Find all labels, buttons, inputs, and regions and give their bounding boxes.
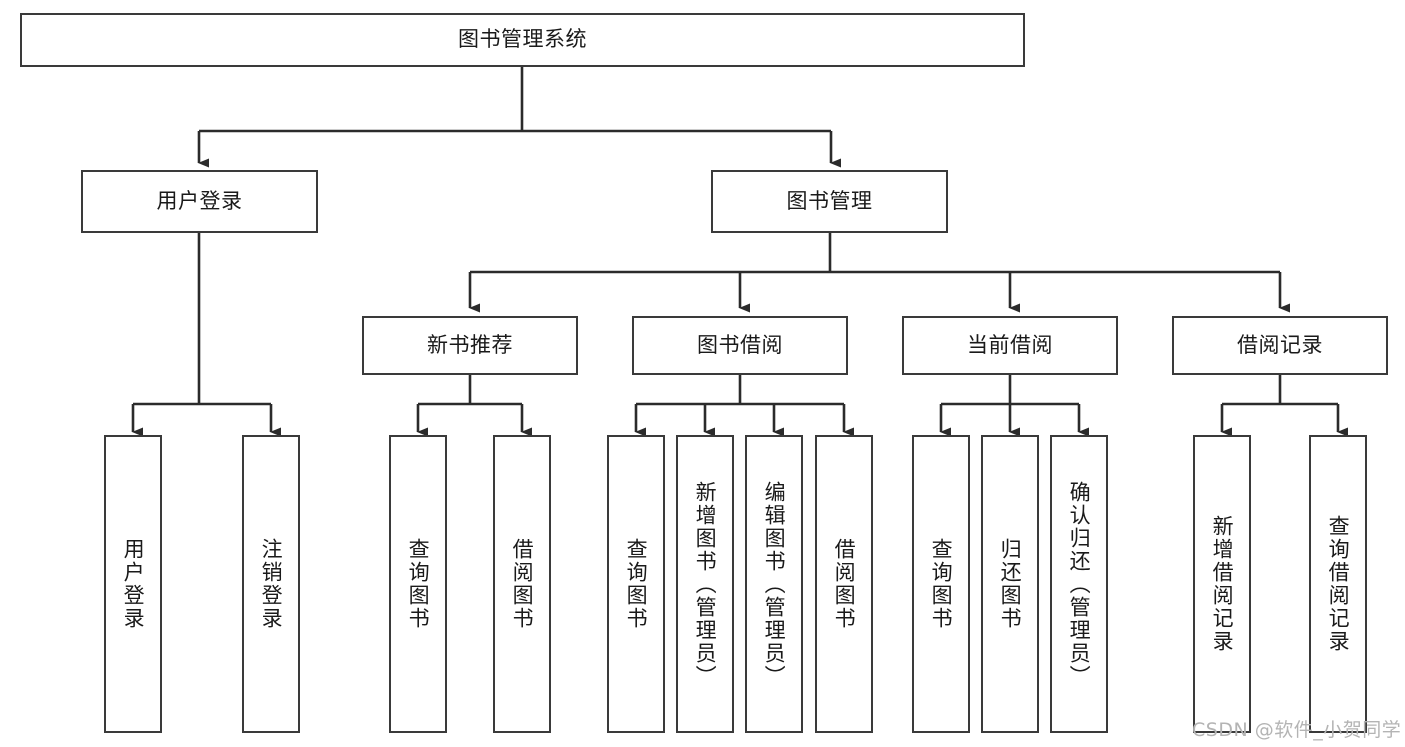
node-current-borrow[interactable]: 当前借阅 xyxy=(902,316,1118,375)
leaf-new-book-borrow-book[interactable]: 借阅图书 xyxy=(493,435,551,733)
node-book-management[interactable]: 图书管理 xyxy=(711,170,948,233)
node-label: 确认归还（管理员） xyxy=(1067,480,1092,688)
node-label: 归还图书 xyxy=(998,538,1023,630)
leaf-book-borrow-borrow-book[interactable]: 借阅图书 xyxy=(815,435,873,733)
connector-group-book-borrow xyxy=(634,375,854,437)
node-label: 新书推荐 xyxy=(427,332,513,357)
node-label: 查询图书 xyxy=(624,538,649,630)
node-label: 借阅图书 xyxy=(510,538,535,630)
leaf-borrow-record-query-record[interactable]: 查询借阅记录 xyxy=(1309,435,1367,733)
leaf-current-borrow-query-book[interactable]: 查询图书 xyxy=(912,435,970,733)
node-label: 查询图书 xyxy=(929,538,954,630)
node-label: 用户登录 xyxy=(156,188,243,213)
connector-group-book-management xyxy=(468,233,1290,313)
node-new-book-recommend[interactable]: 新书推荐 xyxy=(362,316,578,375)
leaf-current-borrow-confirm-return[interactable]: 确认归还（管理员） xyxy=(1050,435,1108,733)
node-label: 编辑图书（管理员） xyxy=(762,480,787,688)
leaf-user-login-login[interactable]: 用户登录 xyxy=(104,435,162,733)
connector-group-user-login xyxy=(131,233,281,437)
node-label: 用户登录 xyxy=(121,538,146,630)
node-label: 图书借阅 xyxy=(697,332,783,357)
node-label: 查询借阅记录 xyxy=(1326,515,1351,653)
connector-group-borrow-record xyxy=(1220,375,1348,437)
node-borrow-record[interactable]: 借阅记录 xyxy=(1172,316,1388,375)
connector-group-new-book-recommend xyxy=(416,375,532,437)
node-label: 新增借阅记录 xyxy=(1210,515,1235,653)
node-label: 图书管理系统 xyxy=(458,27,587,52)
node-label: 注销登录 xyxy=(259,538,284,630)
node-user-login[interactable]: 用户登录 xyxy=(81,170,318,233)
node-label: 当前借阅 xyxy=(967,332,1053,357)
leaf-user-login-logout[interactable]: 注销登录 xyxy=(242,435,300,733)
node-label: 借阅记录 xyxy=(1237,332,1323,357)
node-book-borrow[interactable]: 图书借阅 xyxy=(632,316,848,375)
leaf-borrow-record-add-record[interactable]: 新增借阅记录 xyxy=(1193,435,1251,733)
node-label: 查询图书 xyxy=(406,538,431,630)
node-label: 新增图书（管理员） xyxy=(693,480,718,688)
node-label: 借阅图书 xyxy=(832,538,857,630)
leaf-book-borrow-query-book[interactable]: 查询图书 xyxy=(607,435,665,733)
connector-group-current-borrow xyxy=(939,375,1089,437)
leaf-current-borrow-return-book[interactable]: 归还图书 xyxy=(981,435,1039,733)
leaf-book-borrow-add-book[interactable]: 新增图书（管理员） xyxy=(676,435,734,733)
node-label: 图书管理 xyxy=(786,188,873,213)
node-root-book-management-system[interactable]: 图书管理系统 xyxy=(20,13,1025,67)
leaf-book-borrow-edit-book[interactable]: 编辑图书（管理员） xyxy=(745,435,803,733)
connector-group-root xyxy=(197,67,841,168)
leaf-new-book-query-book[interactable]: 查询图书 xyxy=(389,435,447,733)
